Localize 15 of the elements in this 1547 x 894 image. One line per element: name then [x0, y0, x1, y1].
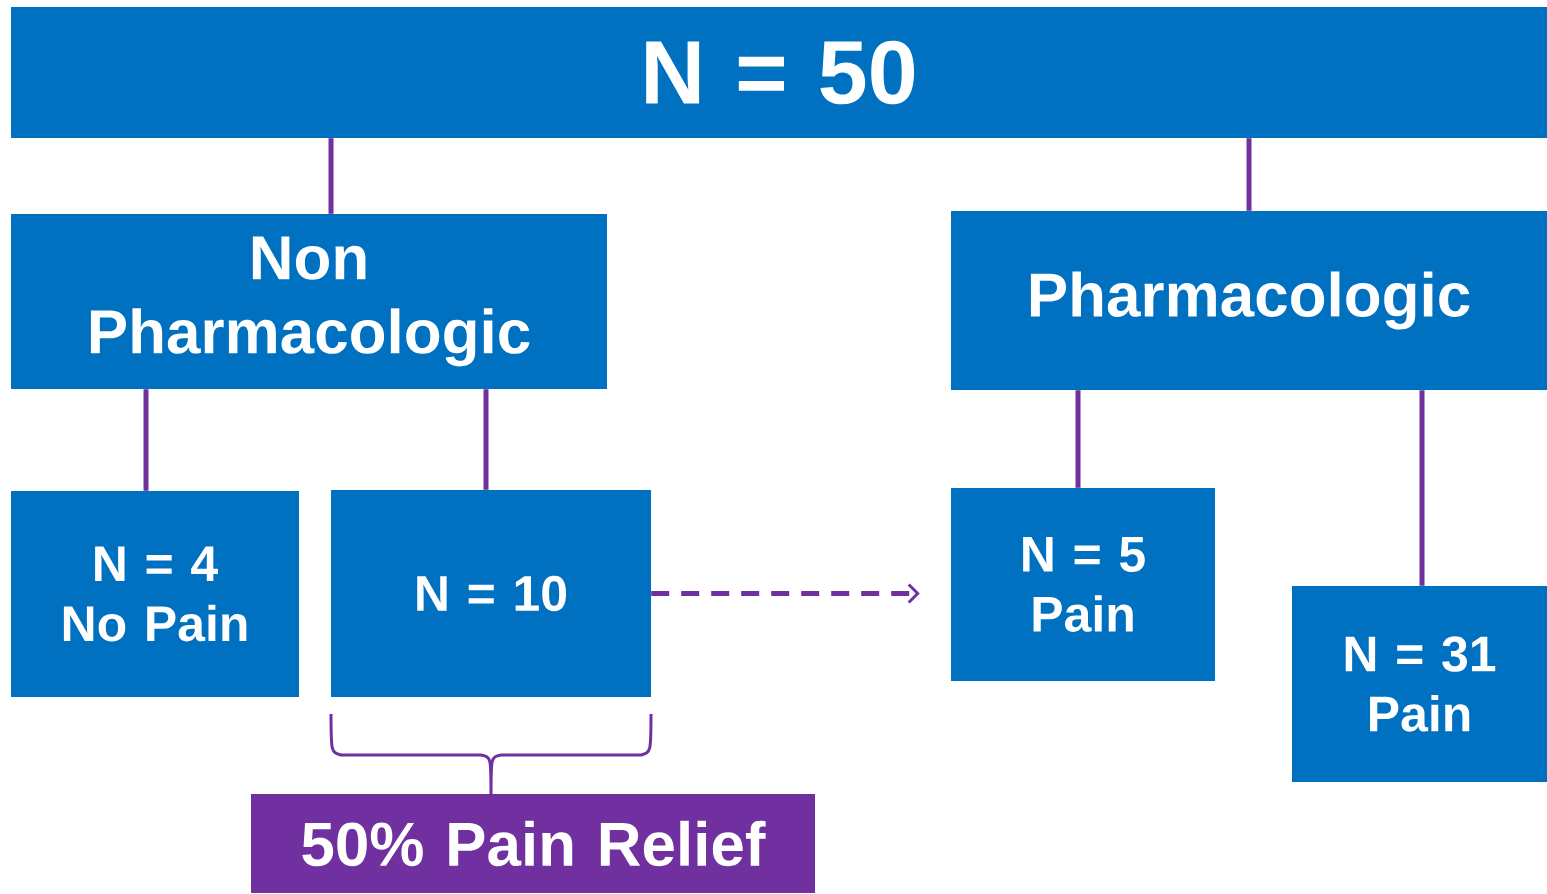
connector-line — [1419, 390, 1425, 586]
result-box: 50% Pain Relief — [251, 794, 815, 893]
connector-line — [483, 389, 489, 490]
count-box: N = 10 — [331, 490, 651, 697]
connector-line — [143, 389, 149, 491]
count-box: N = 31 Pain — [1292, 586, 1547, 782]
connector-line — [1246, 138, 1252, 211]
category-box: Pharmacologic — [951, 211, 1547, 390]
category-box: Non Pharmacologic — [11, 214, 607, 389]
header-box: N = 50 — [11, 7, 1547, 138]
arrow — [651, 583, 920, 604]
connector-line — [1075, 390, 1081, 488]
connector-line — [328, 138, 334, 214]
count-box: N = 5 Pain — [951, 488, 1215, 681]
count-box: N = 4 No Pain — [11, 491, 299, 697]
